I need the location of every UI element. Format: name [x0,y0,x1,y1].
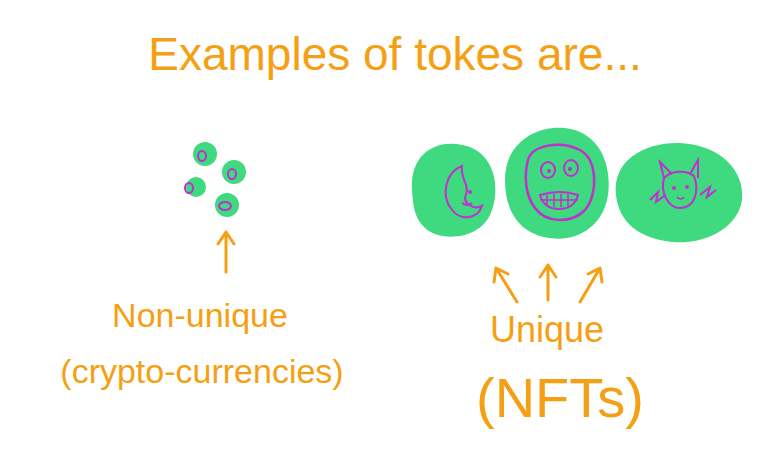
pointer-arrows [218,232,602,302]
category-note: (NFTs) [476,367,644,429]
coin-dots [185,142,246,217]
category-note: (crypto-currencies) [60,353,343,390]
diagram-title: Examples of tokes are... [148,29,641,80]
category-label: Unique [490,310,604,350]
nft-blobs [412,128,742,243]
category-label: Non-unique [112,297,288,334]
